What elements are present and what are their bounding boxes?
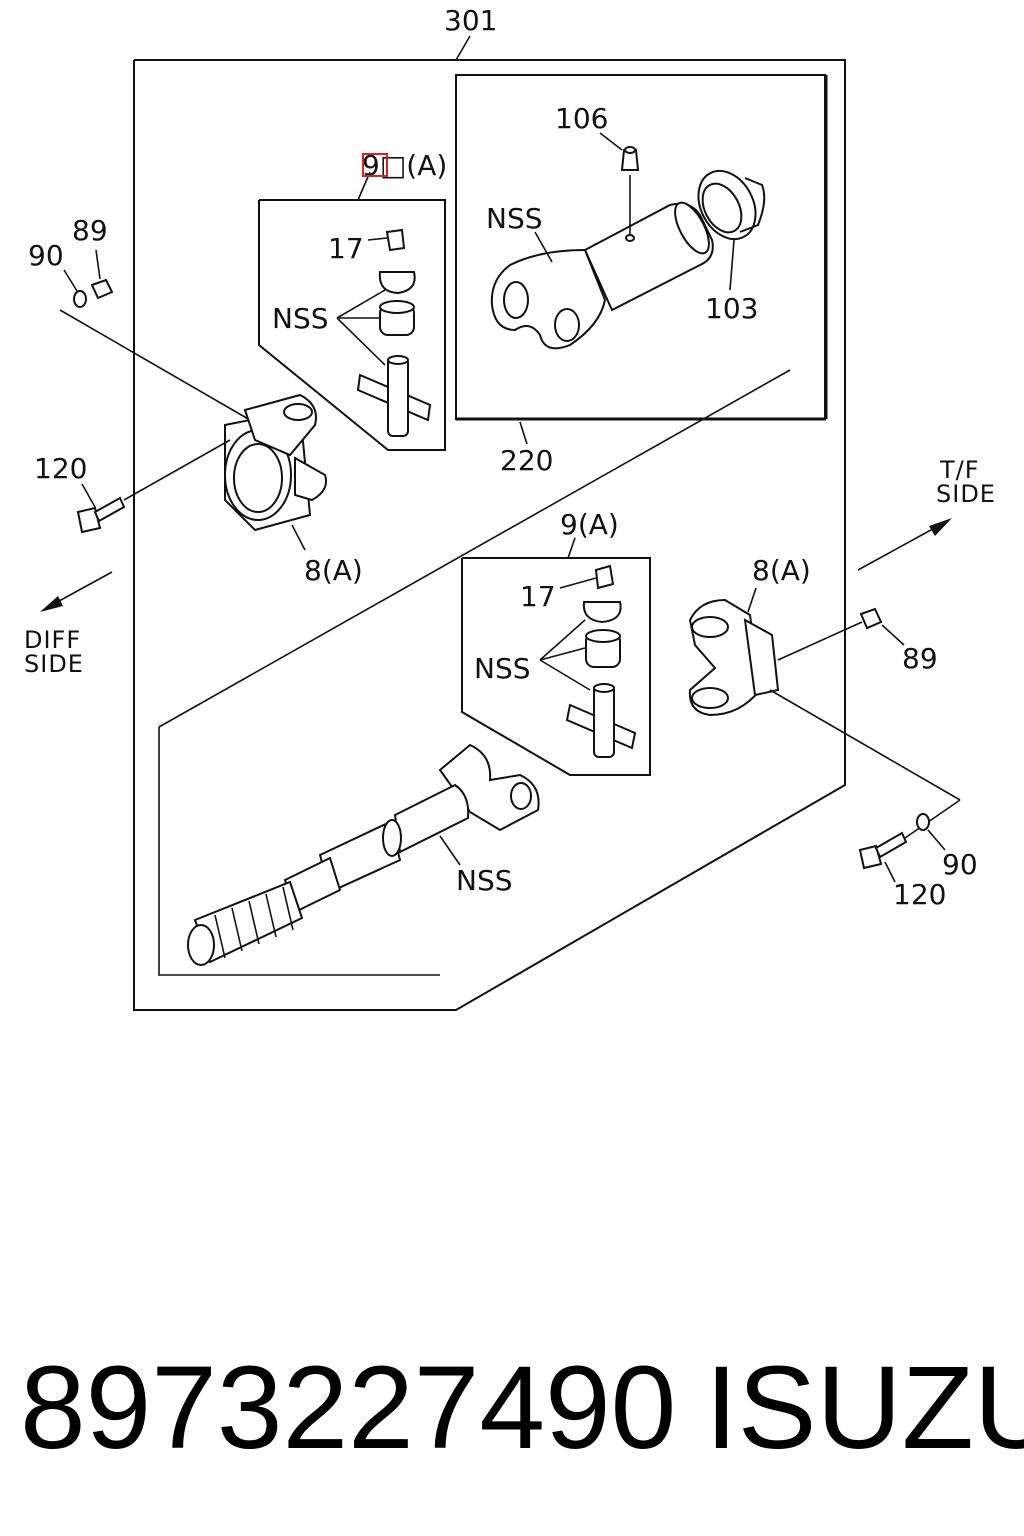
separator-line	[158, 369, 791, 728]
callout-106: 106	[555, 102, 608, 135]
callout-nss-joint-top: NSS	[272, 302, 329, 335]
dust-seal-103: 103	[697, 169, 766, 325]
washer-right	[916, 813, 930, 831]
nut-right	[859, 607, 883, 630]
callout-nss-slip-yoke: NSS	[486, 202, 543, 235]
diff-side-label-2: SIDE	[24, 650, 84, 678]
nut-left	[90, 278, 114, 300]
left-hardware: 90 89 120	[28, 214, 231, 534]
callout-220: 220	[500, 444, 553, 477]
shaft-box-220: 220	[455, 74, 828, 477]
callout-nss-shaft: NSS	[456, 864, 513, 897]
flange-yoke-right: 8(A)	[688, 554, 961, 839]
joint-kit-box-bottom: 9(A) 17 NSS	[461, 508, 651, 776]
callout-89-left: 89	[72, 214, 108, 247]
callout-8a-left: 8(A)	[304, 554, 363, 587]
callout-8a-right: 8(A)	[752, 554, 811, 587]
tf-side-label-1: T/F	[939, 456, 980, 484]
callout-89-right: 89	[902, 642, 938, 675]
bolt-left	[76, 506, 102, 534]
brand-name: ISUZU	[705, 1342, 1024, 1474]
callout-9a-bottom: 9(A)	[560, 508, 619, 541]
assembly-frame-301: 301	[133, 4, 846, 1011]
part-number: 8973227490	[20, 1342, 677, 1474]
right-hardware: 89 90 120	[858, 607, 978, 911]
callout-17-bottom: 17	[520, 580, 556, 613]
callout-nss-joint-bottom: NSS	[474, 652, 531, 685]
tf-side-indicator: T/F SIDE	[857, 456, 996, 571]
callout-103: 103	[705, 292, 758, 325]
splined-shaft: NSS	[187, 743, 540, 966]
flange-yoke-left: 8(A)	[59, 309, 363, 587]
callout-301: 301	[444, 4, 497, 37]
diff-side-indicator: DIFF SIDE	[24, 571, 113, 678]
callout-90-right: 90	[942, 848, 978, 881]
diff-side-label-1: DIFF	[24, 626, 81, 654]
joint-kit-box-top: 9□(A) 17 NSS	[258, 149, 447, 451]
bolt-right	[858, 844, 883, 870]
callout-90-left: 90	[28, 239, 64, 272]
highlight-marker	[362, 153, 388, 177]
callout-120-left: 120	[34, 452, 87, 485]
slip-yoke-tube: 106 NSS	[486, 102, 714, 350]
footer: 8973227490 ISUZU	[0, 1340, 1024, 1480]
callout-120-right: 120	[893, 878, 946, 911]
callout-17-top: 17	[328, 232, 364, 265]
washer-left	[73, 290, 87, 308]
tf-side-label-2: SIDE	[936, 480, 996, 508]
